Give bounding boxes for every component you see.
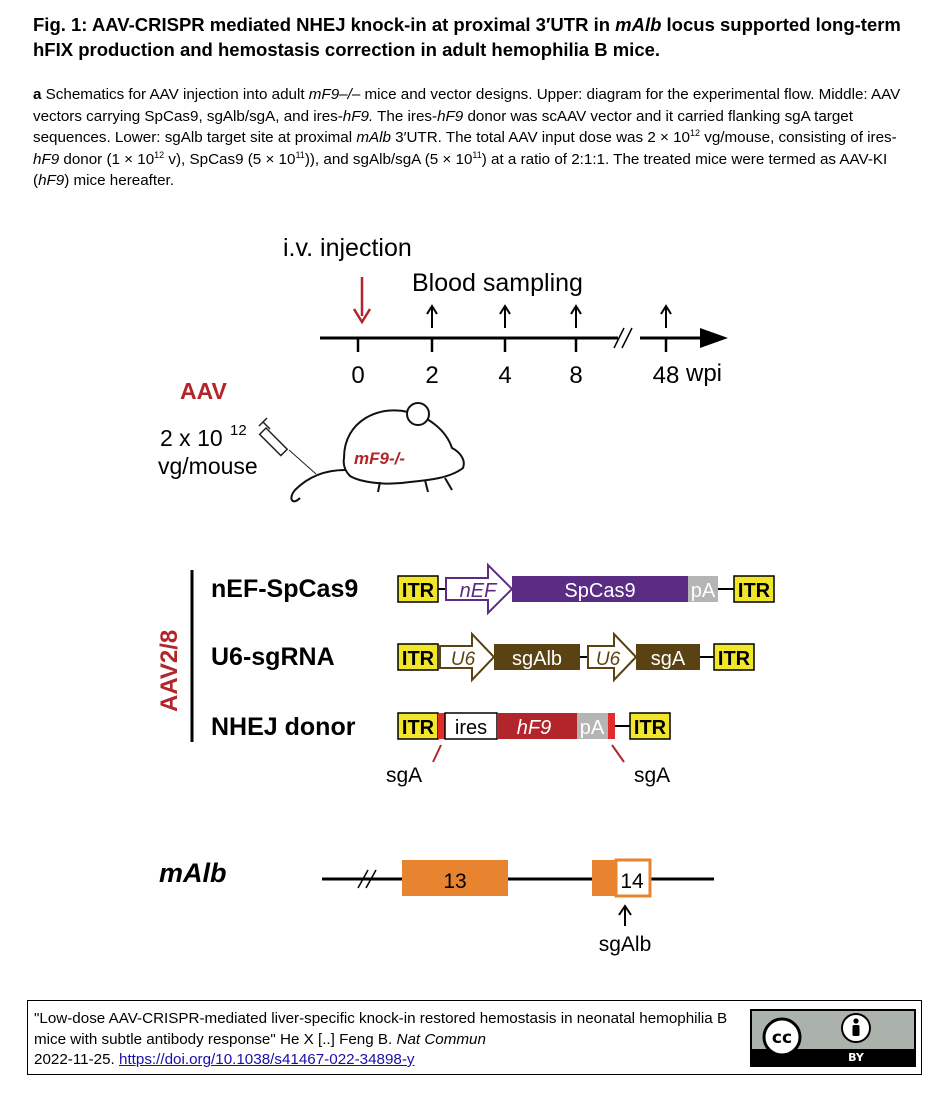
svg-text:SpCas9: SpCas9 — [564, 580, 635, 602]
figure-caption: a Schematics for AAV injection into adul… — [33, 86, 901, 189]
construct-cas9: ITR nEF SpCas9 pA ITR — [397, 562, 775, 616]
vector-name-sgrna: U6-sgRNA — [211, 643, 335, 671]
dose-base: 2 x 10 — [160, 425, 223, 451]
cc-by-badge[interactable]: cc BY — [750, 1009, 916, 1067]
dose-exp: 12 — [230, 422, 247, 439]
vector-name-cas9: nEF-SpCas9 — [211, 575, 358, 603]
svg-text:BY: BY — [848, 1051, 865, 1064]
citation-journal: Nat Commun — [396, 1030, 486, 1048]
vector-name-donor: NHEJ donor — [211, 713, 356, 741]
citation-date: 2022-11-25. — [34, 1051, 119, 1068]
svg-text:ITR: ITR — [738, 580, 771, 602]
svg-text:U6: U6 — [596, 649, 621, 670]
tick-0: 0 — [351, 362, 364, 389]
vector-panel: AAV2/8 nEF-SpCas9 U6-sgRNA NHEJ donor IT… — [156, 562, 775, 787]
mouse-genotype: mF9-/- — [354, 449, 405, 468]
tick-8: 8 — [569, 362, 582, 389]
tick-unit: wpi — [685, 360, 722, 387]
syringe-icon — [258, 417, 317, 475]
svg-text:pA: pA — [580, 717, 605, 739]
doi-link[interactable]: https://doi.org/10.1038/s41467-022-34898… — [119, 1051, 415, 1068]
svg-text:ITR: ITR — [634, 717, 667, 739]
injection-panel: AAV 2 x 10 12 vg/mouse mF9-/- — [158, 378, 465, 503]
injection-label: i.v. injection — [283, 234, 412, 262]
axis-break — [613, 327, 625, 349]
exon-14-coding — [592, 860, 616, 896]
svg-text:hF9: hF9 — [517, 717, 551, 739]
timeline: i.v. injection Blood sampling 0 2 4 8 48 — [283, 234, 728, 389]
locus-name: mAlb — [159, 858, 227, 888]
mouse-icon — [290, 402, 465, 503]
locus-panel: mAlb 13 14 sgAlb — [159, 858, 714, 956]
panel-letter: a — [33, 86, 42, 103]
svg-text:ITR: ITR — [718, 648, 751, 670]
exon-14-utr — [614, 858, 652, 898]
tick-48: 48 — [653, 362, 680, 389]
tick-4: 4 — [498, 362, 511, 389]
sga-site-left: sgA — [386, 764, 422, 787]
dose-unit: vg/mouse — [158, 453, 258, 479]
figure-schematic: i.v. injection Blood sampling 0 2 4 8 48 — [156, 234, 775, 956]
aav-label: AAV — [180, 378, 228, 404]
serotype-label: AAV2/8 — [156, 630, 183, 712]
exon-13 — [402, 860, 508, 896]
cc-icon — [762, 1017, 802, 1057]
svg-text:14: 14 — [620, 870, 644, 893]
target-label: sgAlb — [599, 933, 652, 956]
figure-title: Fig. 1: AAV-CRISPR mediated NHEJ knock-i… — [33, 14, 901, 60]
construct-sgrna: ITR U6 sgAlb U6 sgA ITR — [397, 631, 755, 683]
citation-box: "Low-dose AAV-CRISPR-mediated liver-spec… — [27, 1000, 922, 1075]
sampling-label: Blood sampling — [412, 269, 583, 297]
sampling-arrows — [426, 304, 672, 328]
svg-text:ITR: ITR — [402, 717, 435, 739]
svg-text:ITR: ITR — [402, 648, 435, 670]
citation-text: "Low-dose AAV-CRISPR-mediated liver-spec… — [34, 1010, 728, 1068]
sga-site-right: sgA — [634, 764, 670, 787]
svg-text:cc: cc — [772, 1028, 792, 1048]
tick-2: 2 — [425, 362, 438, 389]
construct-donor: ITR ires hF9 pA ITR sgA sgA — [386, 712, 671, 787]
svg-text:sgA: sgA — [651, 648, 686, 670]
title-gene: mAlb — [615, 14, 662, 35]
svg-text:pA: pA — [691, 580, 716, 602]
svg-text:U6: U6 — [451, 649, 476, 670]
svg-text:nEF: nEF — [460, 580, 498, 602]
svg-text:sgAlb: sgAlb — [512, 648, 562, 670]
svg-text:13: 13 — [443, 870, 466, 893]
svg-text:ITR: ITR — [402, 580, 435, 602]
svg-text:ires: ires — [455, 717, 487, 739]
